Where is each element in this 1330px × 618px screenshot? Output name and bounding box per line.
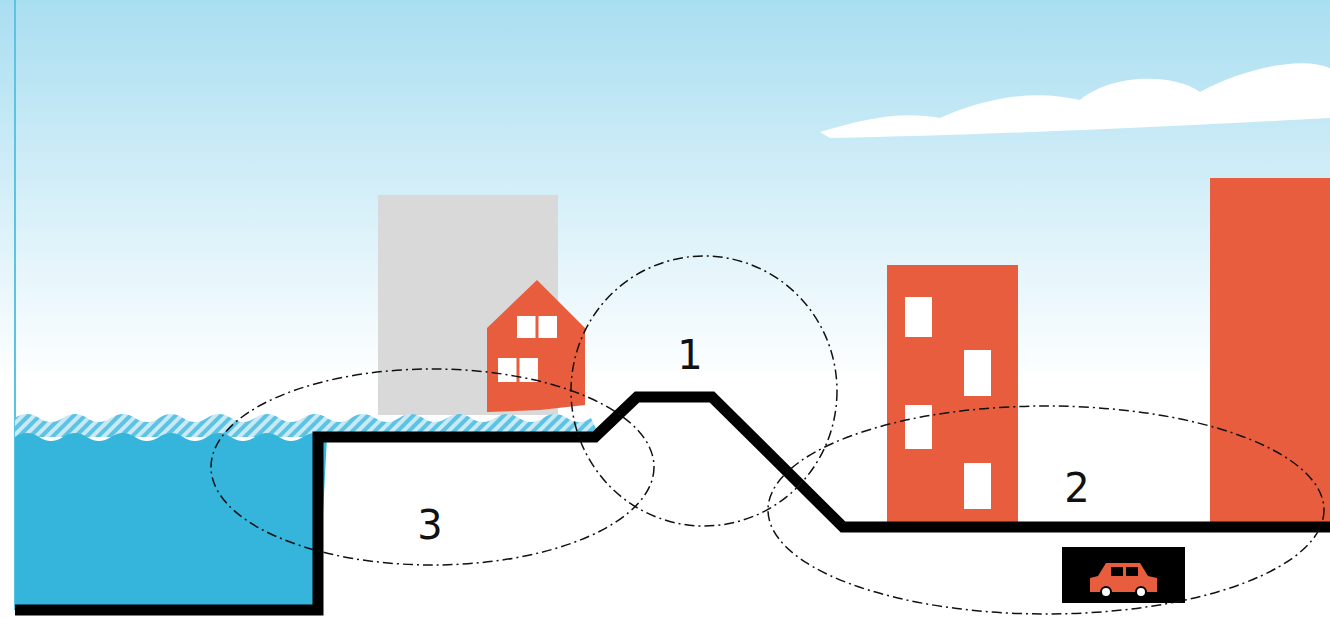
ellipse-outline bbox=[570, 255, 838, 527]
apartment-building bbox=[887, 265, 1018, 525]
cloud bbox=[820, 63, 1330, 138]
car-icon bbox=[1090, 563, 1157, 592]
callout-number: 1 bbox=[677, 335, 702, 375]
ellipse-outline bbox=[767, 405, 1325, 615]
callout-number: 3 bbox=[417, 505, 442, 545]
window bbox=[905, 297, 932, 337]
window bbox=[964, 350, 991, 396]
tall-building bbox=[1210, 178, 1330, 525]
window bbox=[498, 358, 538, 382]
parking-garage bbox=[1062, 547, 1185, 603]
window bbox=[964, 463, 991, 509]
house bbox=[487, 280, 585, 412]
callout-ellipse: 2 bbox=[767, 405, 1325, 615]
callout-ellipse: 3 bbox=[210, 368, 655, 566]
window bbox=[517, 316, 557, 338]
water bbox=[15, 433, 327, 610]
callout-ellipse: 1 bbox=[570, 255, 838, 527]
callout-number: 2 bbox=[1064, 468, 1089, 508]
ground-profile bbox=[15, 397, 1330, 610]
window bbox=[905, 405, 932, 449]
